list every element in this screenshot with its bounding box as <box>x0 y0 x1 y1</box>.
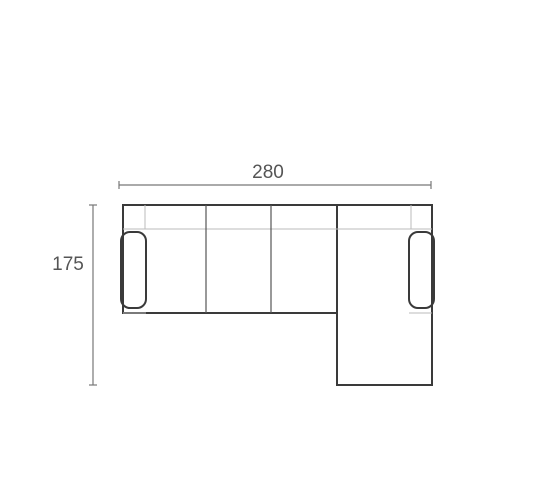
right-armrest <box>408 231 435 309</box>
width-dimension: 280 <box>118 162 432 189</box>
sofa-main-section <box>122 204 338 314</box>
depth-label: 175 <box>52 254 84 275</box>
width-label: 280 <box>252 162 284 183</box>
depth-dimension: 175 <box>52 204 97 386</box>
left-armrest <box>120 231 147 309</box>
sofa-chaise-section <box>336 204 433 386</box>
sofa-outline <box>120 204 435 386</box>
